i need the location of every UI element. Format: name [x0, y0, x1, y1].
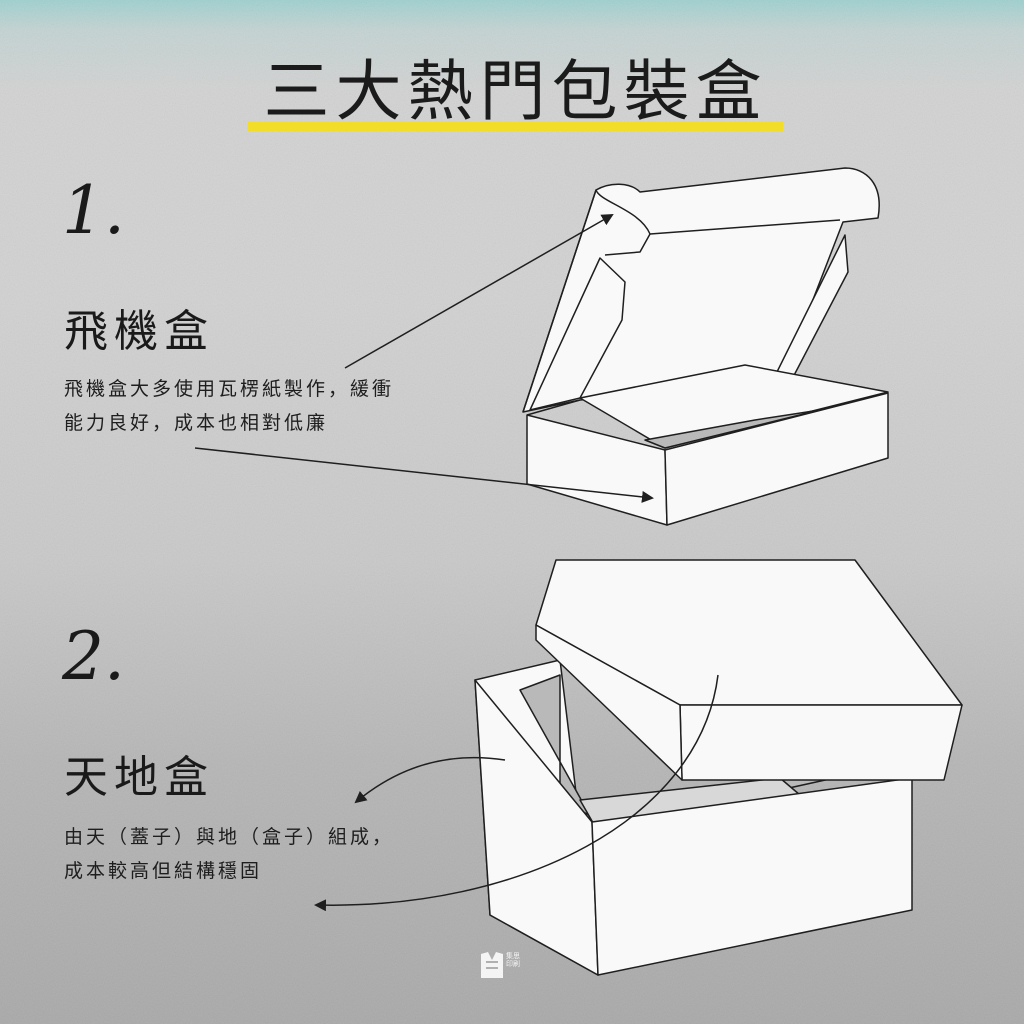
brand-logo: 集思 印刷 [480, 950, 550, 988]
item-1-name: 飛機盒 [64, 306, 214, 357]
item-2-number: 2. [62, 618, 125, 695]
brand-logo-icon [481, 952, 503, 978]
item-1-description-line-1: 飛機盒大多使用瓦楞紙製作，緩衝 [64, 378, 395, 400]
brand-logo-text-1: 集思 [506, 952, 520, 960]
page-title: 三大熱門包裝盒 [248, 52, 783, 134]
item-2-description-line-1: 由天（蓋子）與地（盒子）組成， [64, 826, 395, 848]
callout-arrow-2b [314, 674, 719, 912]
callout-arrow-1a [344, 214, 614, 369]
brand-logo-text-2: 印刷 [506, 960, 520, 968]
mailer-box-icon [522, 167, 889, 526]
title-highlight [248, 122, 783, 131]
lid-and-base-box-icon [474, 559, 963, 976]
item-2-description: 由天（蓋子）與地（盒子）組成， 成本較高但結構穩固 [64, 820, 394, 888]
item-1-description-line-2: 能力良好，成本也相對低廉 [64, 412, 329, 434]
callout-arrow-2a [354, 756, 506, 804]
item-1-number: 1. [62, 172, 125, 249]
item-2-description-line-2: 成本較高但結構穩固 [64, 860, 263, 882]
brand-logo-text: 集思 印刷 [506, 952, 520, 968]
item-2-name: 天地盒 [64, 752, 214, 803]
page-title-text: 三大熱門包裝盒 [263, 53, 768, 130]
item-1-description: 飛機盒大多使用瓦楞紙製作，緩衝 能力良好，成本也相對低廉 [64, 372, 394, 440]
callout-arrow-1b [194, 447, 654, 503]
